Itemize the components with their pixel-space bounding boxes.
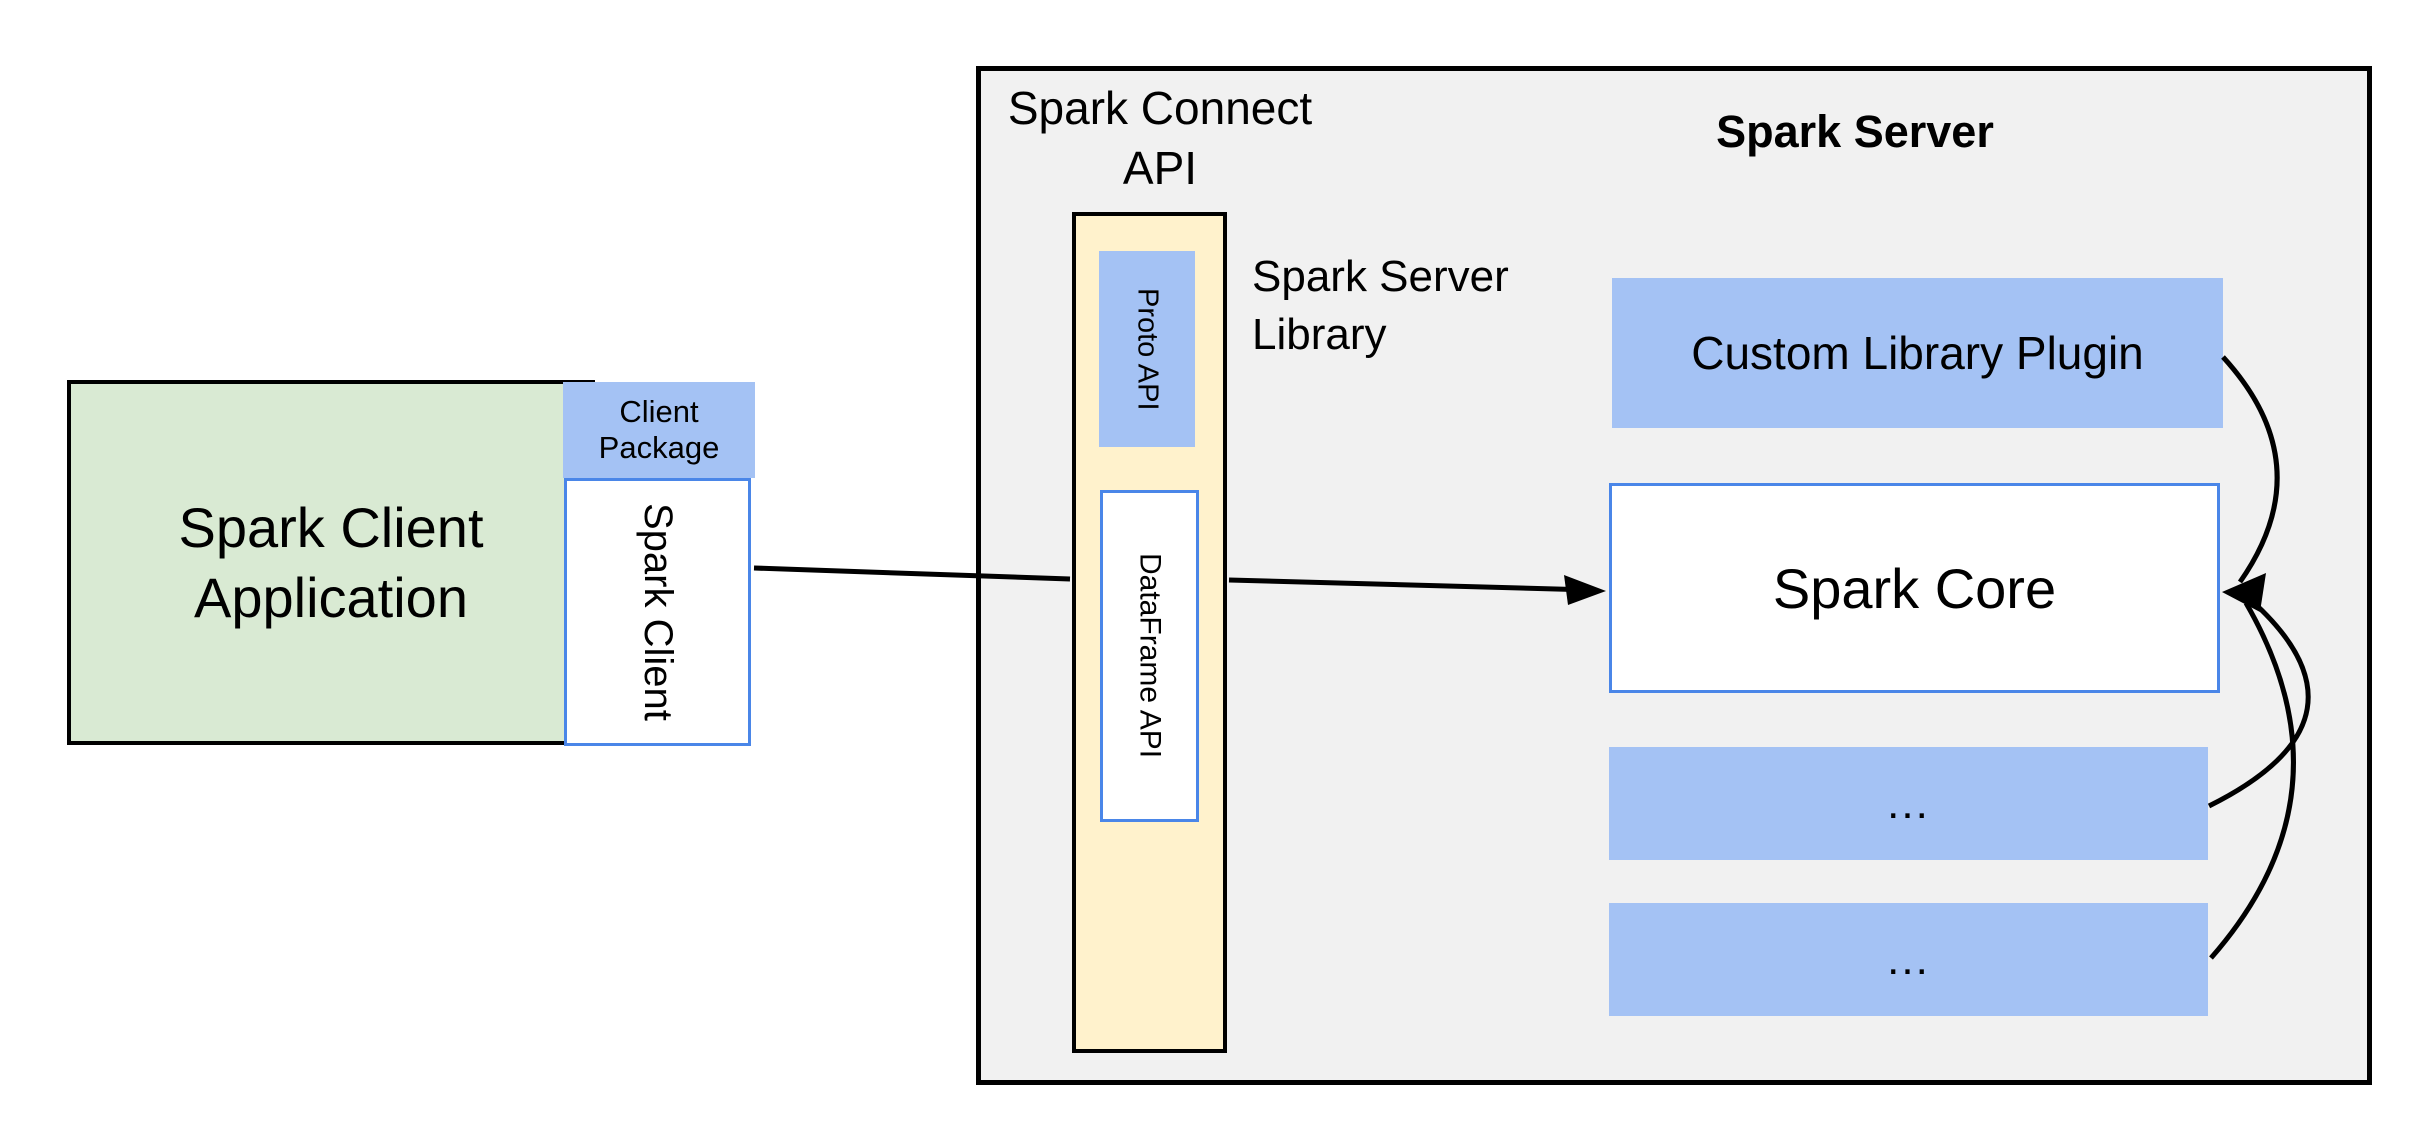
spark-connect-api-label: Spark Connect API bbox=[1000, 78, 1320, 198]
ellipsis-box-2: ... bbox=[1609, 903, 2208, 1016]
spark-client-box: Spark Client bbox=[564, 478, 751, 746]
custom-library-plugin-box: Custom Library Plugin bbox=[1612, 278, 2223, 428]
spark-server-library-label: Spark Server Library bbox=[1252, 248, 1672, 364]
client-package-line1: Client bbox=[619, 394, 699, 429]
spark-client-application-box: Spark Client Application bbox=[67, 380, 595, 745]
spark-connect-api-line2: API bbox=[1122, 142, 1198, 194]
dataframe-api-label: DataFrame API bbox=[1133, 553, 1167, 759]
client-package-box: Client Package bbox=[563, 382, 755, 478]
spark-client-label: Spark Client bbox=[636, 503, 680, 721]
spark-core-box: Spark Core bbox=[1609, 483, 2220, 693]
custom-library-plugin-label: Custom Library Plugin bbox=[1691, 327, 2144, 379]
spark-server-title: Spark Server bbox=[1716, 106, 1994, 157]
ellipsis-box-1: ... bbox=[1609, 747, 2208, 860]
client-package-line2: Package bbox=[598, 430, 720, 465]
proto-api-box: Proto API bbox=[1099, 251, 1195, 447]
ellipsis-label-2: ... bbox=[1887, 934, 1930, 984]
spark-core-label: Spark Core bbox=[1772, 556, 2057, 620]
spark-client-application-line1: Spark Client bbox=[178, 495, 484, 559]
ellipsis-label-1: ... bbox=[1887, 778, 1930, 828]
proto-api-label: Proto API bbox=[1131, 287, 1164, 411]
spark-client-application-line2: Application bbox=[194, 565, 468, 629]
spark-connect-api-line1: Spark Connect bbox=[1007, 82, 1313, 134]
spark-server-library-line2: Library bbox=[1252, 310, 1387, 359]
dataframe-api-box: DataFrame API bbox=[1100, 490, 1199, 822]
spark-server-library-line1: Spark Server bbox=[1252, 252, 1509, 301]
